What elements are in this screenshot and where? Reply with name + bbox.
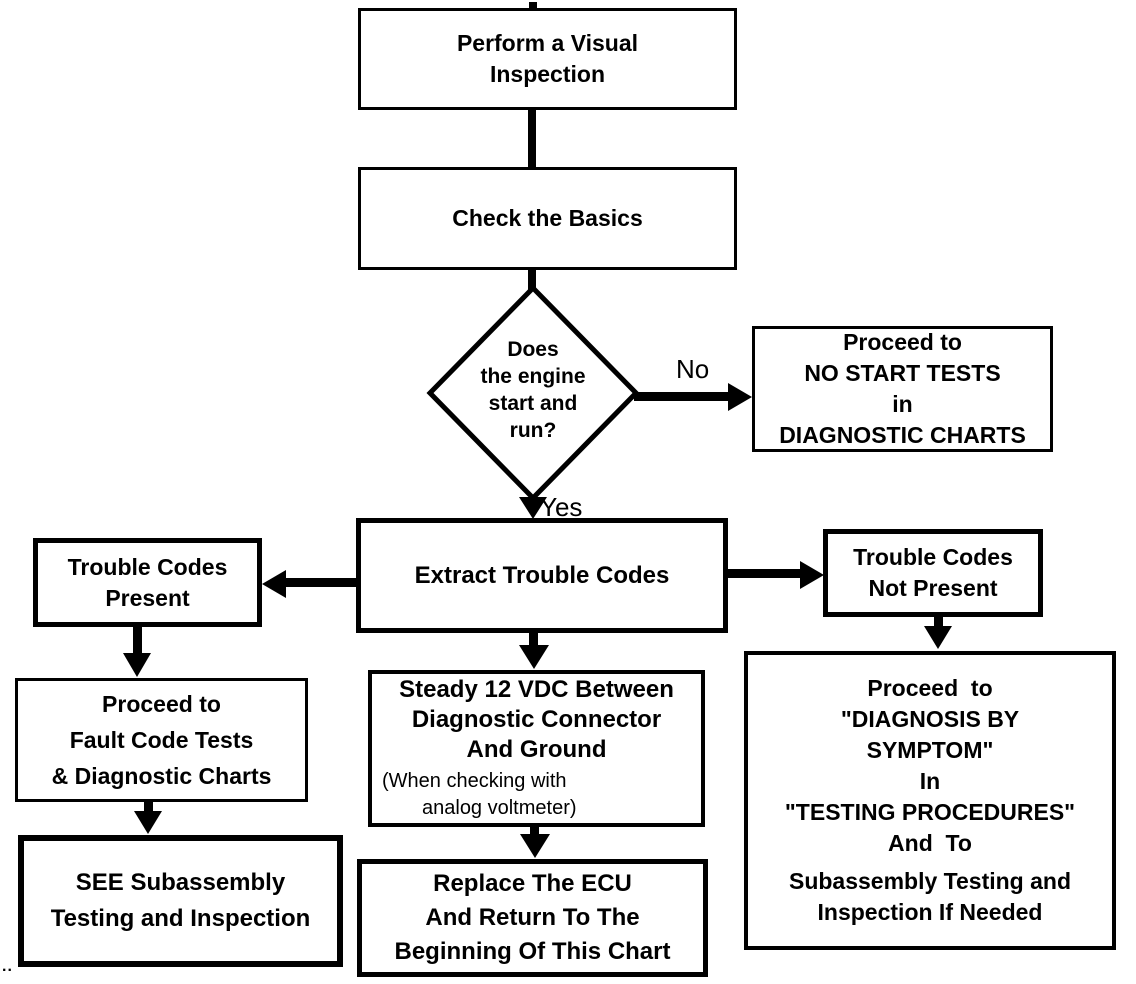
node-text: Extract Trouble Codes bbox=[415, 560, 670, 591]
arrow-extract-to-steady-head bbox=[519, 645, 549, 669]
node-text: Does the engine start and run? bbox=[448, 336, 618, 444]
arrow-steady-to-replace-shaft bbox=[530, 825, 539, 837]
text-line: Proceed to bbox=[102, 691, 221, 717]
text-line: Testing and Inspection bbox=[50, 905, 311, 932]
arrow-fault-to-see-head bbox=[134, 811, 162, 834]
node-proceed-fault-code-tests: Proceed to Fault Code Tests & Diagnostic C… bbox=[15, 678, 308, 802]
label-yes: Yes bbox=[540, 492, 583, 522]
text-line: (When checking with bbox=[382, 770, 567, 792]
arrow-notpresent-to-diagnosis-head bbox=[924, 626, 952, 649]
text-line: Check the Basics bbox=[452, 205, 643, 231]
text-line: analog voltmeter) bbox=[422, 797, 577, 819]
node-text: Proceed to "DIAGNOSIS BY SYMPTOM" In "TESTIN… bbox=[785, 673, 1075, 928]
node-diagnosis-by-symptom: Proceed to "DIAGNOSIS BY SYMPTOM" In "TESTIN… bbox=[744, 651, 1116, 950]
arrow-extract-to-notpresent-head bbox=[800, 561, 824, 589]
text-line: Fault Code Tests bbox=[69, 727, 254, 753]
decision-engine-start-text: Does the engine start and run? bbox=[448, 336, 618, 444]
node-extract-trouble-codes: Extract Trouble Codes bbox=[356, 518, 728, 633]
arrow-steady-to-replace-head bbox=[520, 834, 550, 858]
arrow-fault-to-see-shaft bbox=[144, 800, 153, 814]
text-line: Does bbox=[507, 338, 559, 361]
arrow-present-to-fault-head bbox=[123, 653, 151, 677]
text-line: Trouble Codes bbox=[853, 544, 1013, 570]
text-line: In bbox=[919, 768, 941, 794]
top-tick-artifact bbox=[529, 2, 537, 9]
text-line: Trouble Codes bbox=[67, 553, 228, 580]
text-line: Inspection If Needed bbox=[817, 899, 1043, 925]
text-line: Beginning Of This Chart bbox=[394, 938, 671, 965]
text-line: Diagnostic Connector bbox=[411, 706, 662, 733]
node-note-text: (When checking with analog voltmeter) bbox=[372, 768, 701, 822]
text-line: SYMPTOM" bbox=[866, 737, 994, 763]
text-line: DIAGNOSTIC CHARTS bbox=[779, 422, 1026, 448]
connector-basics-decision bbox=[528, 268, 536, 294]
arrow-extract-to-present-shaft bbox=[280, 578, 358, 587]
arrow-extract-to-present-head bbox=[262, 570, 286, 598]
text-line: Steady 12 VDC Between bbox=[399, 676, 674, 703]
arrow-no-shaft bbox=[634, 392, 734, 401]
arrow-extract-to-steady-shaft bbox=[529, 631, 538, 649]
label-no: No bbox=[676, 354, 710, 384]
node-text: Proceed to Fault Code Tests & Diagnostic C… bbox=[52, 686, 272, 794]
arrow-present-to-fault-shaft bbox=[133, 625, 142, 655]
arrow-extract-to-notpresent-shaft bbox=[726, 569, 802, 578]
connector-perform-basics bbox=[528, 108, 536, 170]
text-line: & Diagnostic Charts bbox=[51, 763, 272, 789]
text-line: "TESTING PROCEDURES" bbox=[784, 799, 1076, 825]
text-line: And Ground bbox=[466, 736, 607, 763]
text-line: NO START TESTS bbox=[804, 360, 1001, 386]
arrow-notpresent-to-diagnosis-shaft bbox=[934, 615, 943, 629]
text-line: Replace The ECU bbox=[433, 870, 632, 897]
text-line: Perform a Visual bbox=[456, 30, 639, 56]
text-line: in bbox=[892, 391, 913, 417]
node-text: Check the Basics bbox=[452, 203, 642, 234]
text-line: Proceed to bbox=[843, 329, 962, 355]
text-line: "DIAGNOSIS BY bbox=[840, 706, 1020, 732]
corner-dots-artifact: .. bbox=[2, 958, 13, 975]
text-line: And To bbox=[888, 830, 972, 856]
text-line: Inspection bbox=[489, 61, 605, 87]
text-line: Not Present bbox=[868, 575, 998, 601]
arrow-no-head bbox=[728, 383, 752, 411]
text-line: Present bbox=[105, 584, 190, 611]
text-line: SEE Subassembly bbox=[75, 869, 286, 896]
text-line: the engine bbox=[480, 365, 586, 388]
text-line: Extract Trouble Codes bbox=[414, 562, 670, 589]
text-line: start and bbox=[488, 392, 578, 415]
arrow-yes-head bbox=[519, 497, 547, 519]
text-line: Subassembly Testing and bbox=[788, 868, 1072, 894]
node-check-the-basics: Check the Basics bbox=[358, 167, 737, 270]
text-line: And Return To The bbox=[425, 904, 640, 931]
text-line: run? bbox=[509, 419, 557, 442]
text-line: Proceed to bbox=[867, 675, 993, 701]
